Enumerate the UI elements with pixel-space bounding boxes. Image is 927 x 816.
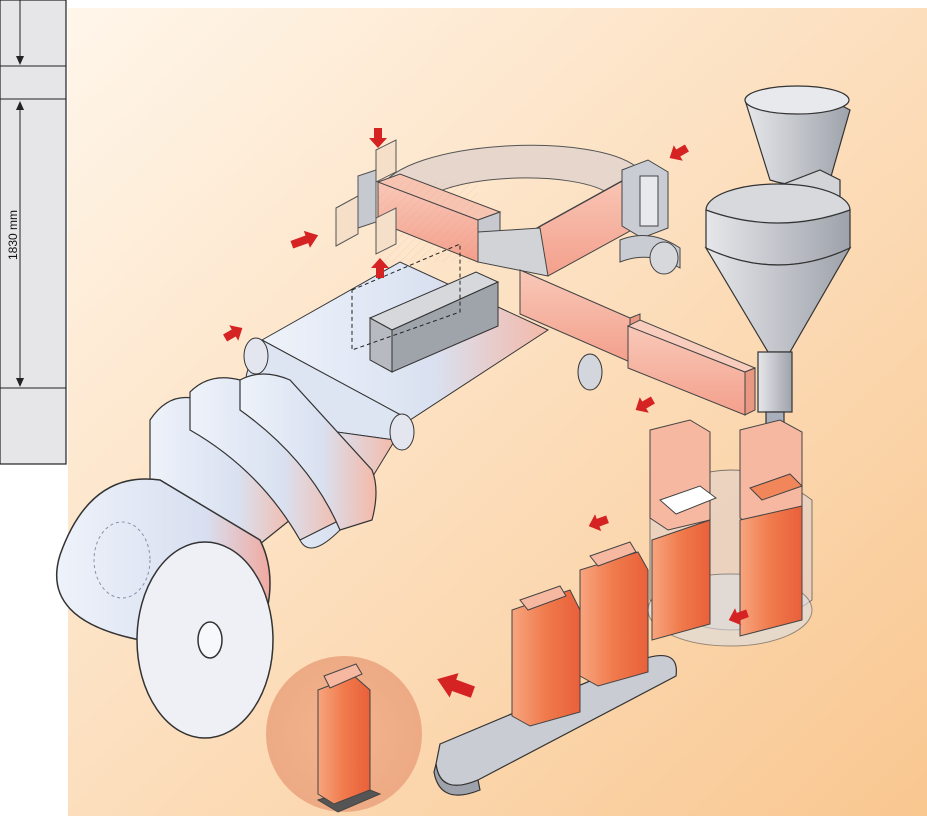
- forming-cross: [376, 171, 757, 416]
- conveyor-bags: [511, 541, 649, 727]
- arrow-icon: [588, 514, 609, 532]
- arrow-icon: [371, 258, 389, 278]
- film-sheets: [335, 139, 397, 255]
- rotary-bags: [649, 419, 803, 641]
- rollers: [243, 337, 603, 451]
- arrow-icon: [437, 673, 475, 698]
- conveyor-belt: [433, 655, 677, 796]
- dimension-panel: [0, 0, 67, 465]
- film-loops: [149, 373, 377, 561]
- dimension-label: 1830 mm: [6, 209, 20, 260]
- arrow-icon: [290, 230, 319, 249]
- arrow-icon: [728, 608, 749, 626]
- arrow-icon: [635, 396, 655, 413]
- arrow-icon: [369, 128, 387, 148]
- arrow-icon: [223, 325, 243, 342]
- process-arrows: [223, 128, 749, 698]
- output-station: [266, 656, 422, 813]
- arrow-icon: [669, 144, 689, 161]
- cutting-unit: [351, 243, 500, 373]
- sealing-unit: [619, 159, 681, 275]
- film-roll: [55, 478, 274, 739]
